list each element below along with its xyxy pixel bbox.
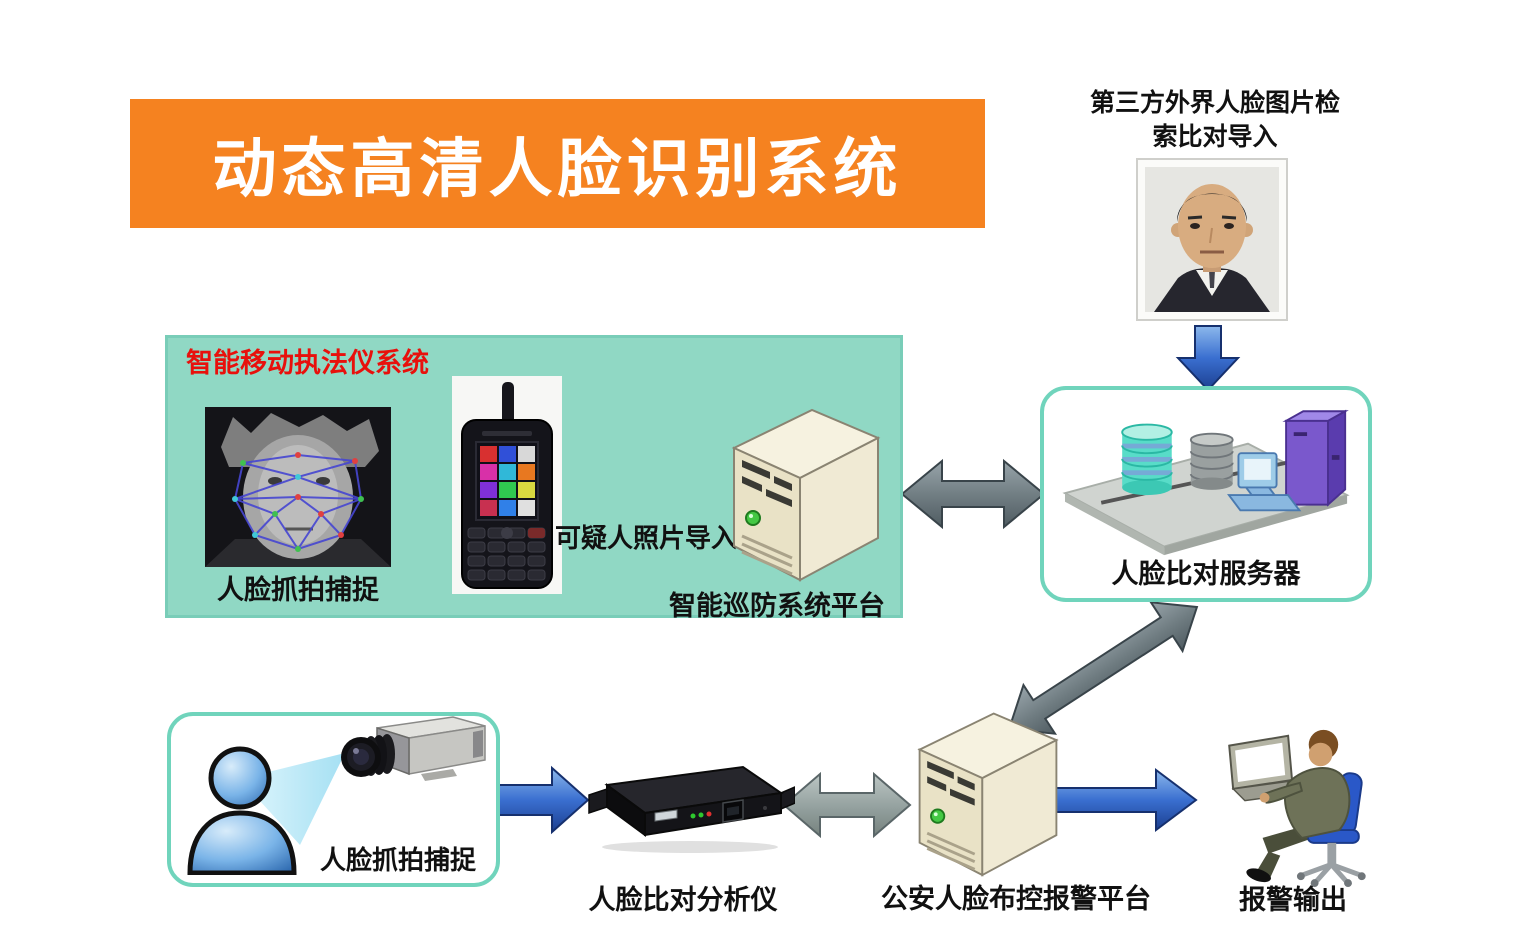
compare-server-label: 人脸比对服务器	[1111, 559, 1301, 589]
person-icon	[187, 746, 297, 875]
gray-double-arrow-panel-compare	[900, 458, 1046, 530]
external-import-line2: 索比对导入	[1152, 123, 1278, 151]
bottom-capture-label: 人脸抓拍捕捉	[319, 845, 476, 875]
operator-at-desk-icon	[1228, 729, 1366, 888]
server-tower-icon	[726, 398, 886, 583]
external-import-line1: 第三方外界人脸图片检	[1089, 89, 1340, 117]
face-mesh-photo-icon	[205, 407, 391, 567]
police-platform-label: 公安人脸布控报警平台	[881, 884, 1151, 914]
page-title: 动态高清人脸识别系统	[212, 132, 903, 205]
external-import-caption: 第三方外界人脸图片检 索比对导入	[1045, 86, 1385, 154]
photo-import-label: 可疑人照片导入	[555, 523, 738, 553]
mobile-system-title: 智能移动执法仪系统	[186, 348, 429, 378]
portrait-photo-icon	[1136, 158, 1288, 321]
patrol-platform-label: 智能巡防系统平台	[669, 591, 885, 621]
face-capture-label: 人脸抓拍捕捉	[217, 575, 379, 605]
blue-arrow-police-to-alarm	[1055, 768, 1198, 832]
alarm-output-label: 报警输出	[1239, 885, 1347, 915]
gray-double-arrow-analyzer-police	[782, 771, 912, 839]
analyzer-device-icon	[588, 765, 795, 853]
gray-double-arrow-police-compare	[1007, 601, 1199, 735]
blue-arrow-portrait-to-compare	[1175, 325, 1241, 392]
blue-arrow-capture-to-analyzer	[491, 765, 590, 835]
analyzer-label: 人脸比对分析仪	[588, 885, 778, 915]
police-server-tower-icon	[912, 702, 1064, 878]
server-platform-icon	[1062, 409, 1350, 556]
title-banner: 动态高清人脸识别系统	[130, 99, 985, 228]
cctv-camera-icon	[341, 716, 486, 781]
handheld-terminal-icon	[461, 382, 553, 589]
